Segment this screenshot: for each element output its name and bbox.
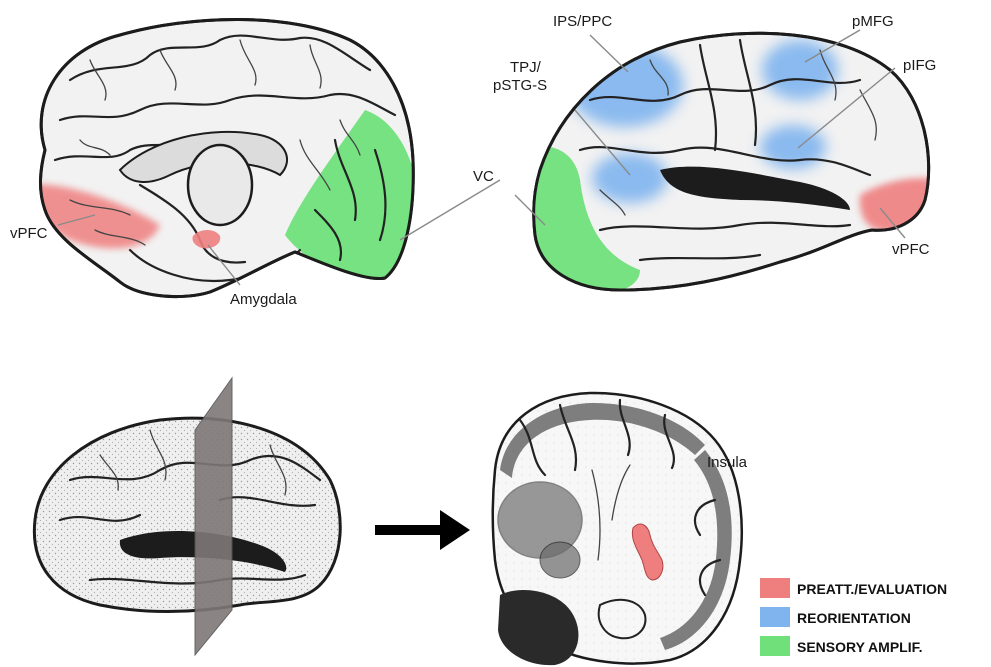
label-medial-vpfc: vPFC	[10, 225, 48, 242]
coronal-section	[493, 393, 742, 665]
pifg-region	[760, 125, 826, 169]
tpj-pstg-s-region	[592, 153, 668, 203]
lateral-brain-view	[518, 33, 935, 295]
label-pstg-s: pSTG-S	[493, 77, 547, 94]
legend-label-reorientation: REORIENTATION	[797, 610, 911, 626]
label-tpj: TPJ/	[510, 59, 542, 76]
legend-label-sensory: SENSORY AMPLIF.	[797, 639, 923, 655]
medial-brain-view	[25, 19, 418, 296]
legend-swatch-preattentive	[760, 578, 790, 598]
label-amygdala: Amygdala	[230, 291, 297, 308]
label-pmfg: pMFG	[852, 13, 894, 30]
right-arrow-icon	[375, 510, 470, 550]
label-pifg: pIFG	[903, 57, 936, 74]
legend: PREATT./EVALUATION REORIENTATION SENSORY…	[760, 578, 947, 656]
legend-swatch-sensory	[760, 636, 790, 656]
label-vc: VC	[473, 168, 494, 185]
label-lateral-vpfc: vPFC	[892, 241, 930, 258]
ips-ppc-region	[567, 43, 683, 127]
lateral-brain-slice-view	[34, 378, 340, 655]
label-ips-ppc: IPS/PPC	[553, 13, 612, 30]
legend-label-preattentive: PREATT./EVALUATION	[797, 581, 947, 597]
label-insula: Insula	[707, 454, 748, 471]
legend-swatch-reorientation	[760, 607, 790, 627]
